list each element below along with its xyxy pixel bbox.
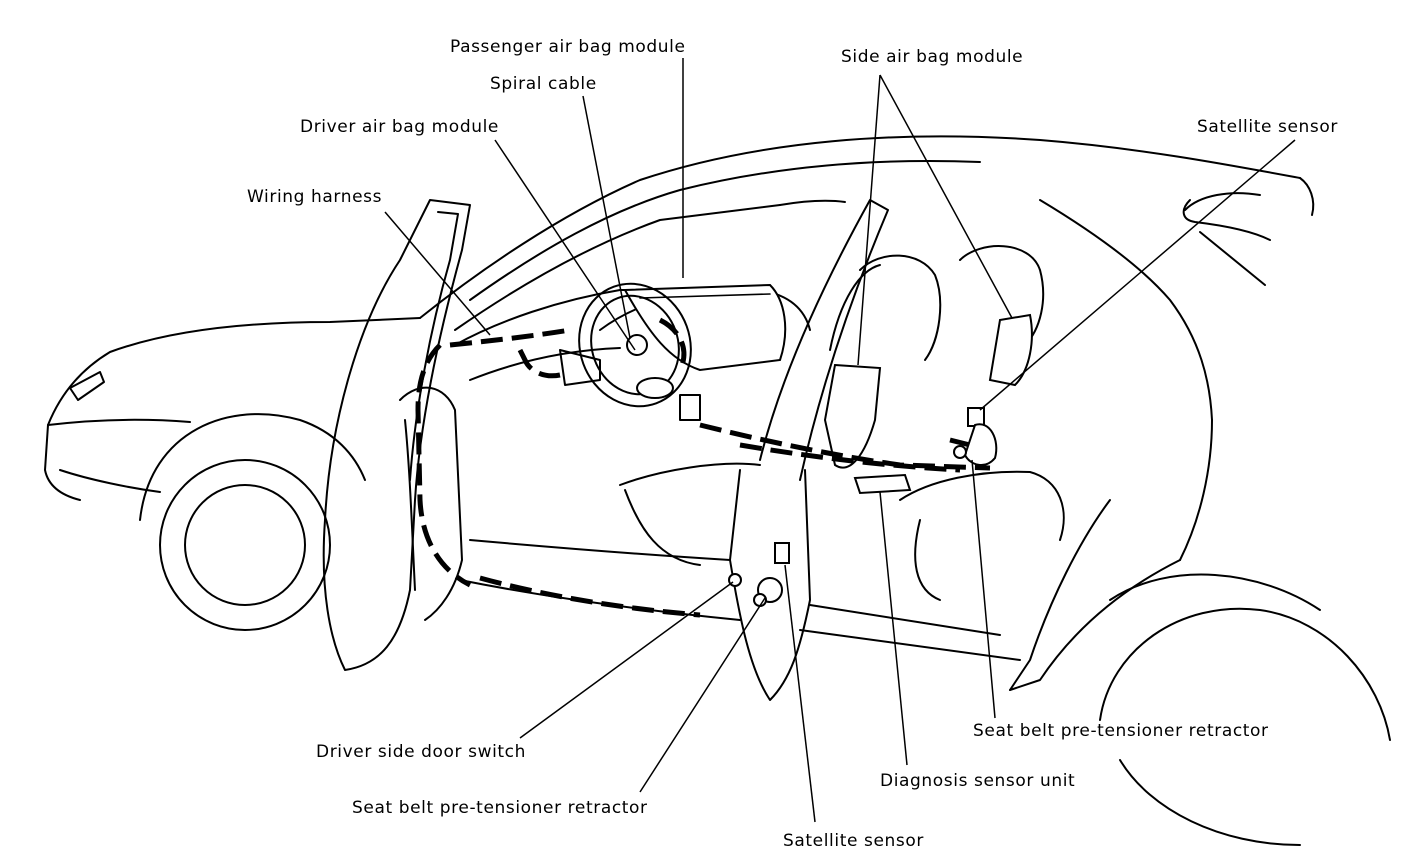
car-body [44,135,1391,846]
label-passenger-air-bag-module: Passenger air bag module [450,37,686,57]
label-spiral-cable: Spiral cable [490,74,597,94]
wiring-harness-path [449,317,991,618]
label-satellite-sensor-rear: Satellite sensor [1197,117,1338,137]
leader-pretensioner-front [639,597,766,793]
leader-driver-air-bag [494,139,636,351]
label-driver-side-door-switch: Driver side door switch [316,742,526,762]
leader-satellite-rear [979,139,1296,411]
label-satellite-sensor-front: Satellite sensor [783,831,924,851]
open-driver-door [322,199,472,671]
leader-side-air-bag-2 [879,74,1013,319]
leader-lines [384,58,1296,823]
leader-side-air-bag-1 [857,74,881,366]
labels: Passenger air bag module Spiral cable Dr… [247,37,1338,851]
label-driver-air-bag-module: Driver air bag module [300,117,499,137]
label-seat-belt-pretensioner-front: Seat belt pre-tensioner retractor [352,798,648,818]
small-parts [728,407,998,607]
leader-satellite-front [784,564,816,823]
label-wiring-harness: Wiring harness [247,187,382,207]
leader-spiral-cable [582,95,631,339]
leader-wiring-harness [384,211,491,336]
label-side-air-bag-module: Side air bag module [841,47,1023,67]
label-diagnosis-sensor-unit: Diagnosis sensor unit [880,771,1075,791]
seats [619,199,1065,701]
dashboard [454,282,811,421]
leader-door-switch [519,581,734,739]
leader-diagnosis [879,491,908,766]
leader-pretensioner-rear [971,459,996,719]
label-seat-belt-pretensioner-rear: Seat belt pre-tensioner retractor [973,721,1269,741]
